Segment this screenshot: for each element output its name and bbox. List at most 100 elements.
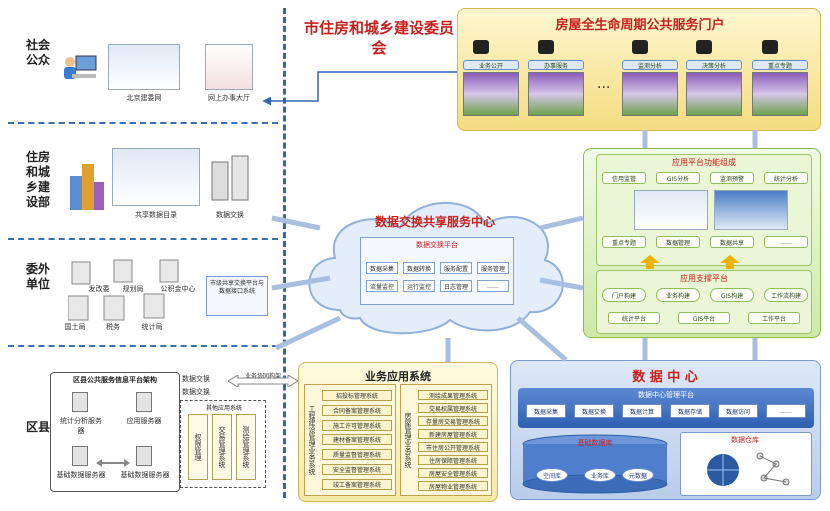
portal-page-thumb [528, 72, 584, 116]
dc-mgmt-title: 数据中心管理平台 [638, 391, 694, 399]
caption: 基础数据服务器 [120, 471, 170, 479]
website-screenshot [108, 44, 180, 90]
caption: 网上办事大厅 [208, 94, 250, 102]
function-item: 监测预警 [710, 172, 754, 184]
row-separator [8, 238, 278, 240]
row-label-external: 委外单位 [25, 262, 50, 291]
caption: 规划局 [122, 285, 144, 293]
monitor-icon [696, 40, 712, 54]
exchange-item: 流量监控 [366, 280, 398, 292]
support-item: 工作平台 [748, 312, 800, 324]
map-screenshot [714, 190, 788, 230]
row-label-public: 社会公众 [25, 38, 50, 67]
portal-page-thumb [622, 72, 678, 116]
caption: 基础数据服务器 [56, 471, 106, 479]
person-computer-icon [62, 52, 98, 82]
collab-arrow-label: 业务协同构架 [244, 373, 281, 380]
row-separator [8, 345, 278, 347]
cube-icon [698, 446, 798, 492]
server-icon [208, 152, 252, 204]
exchange-item: 运行监控 [403, 280, 435, 292]
server-icon [136, 446, 152, 466]
portal-tab: 业务公开 [463, 60, 519, 70]
support-title: 应用支撑平台 [680, 274, 728, 283]
row-separator [8, 122, 278, 124]
function-item: 数据共享 [710, 236, 754, 248]
portal-title: 房屋全生命周期公共服务门户 [555, 18, 725, 33]
system-item: 施工许可管理系统 [322, 419, 392, 431]
district-platform-title: 区县公共服务信息平台架构 [73, 376, 157, 384]
function-item: GIS分析 [656, 172, 700, 184]
system-item: 招投标管理系统 [322, 390, 392, 401]
server-icon [72, 392, 88, 412]
db-title: 基础数据库 [577, 439, 613, 447]
exchange-interface-box: 市级共享交换平台与数据接口系统 [206, 276, 268, 316]
function-item: 信用监管 [602, 172, 646, 184]
portal-tab: 决策分析 [686, 60, 742, 70]
data-catalog-screenshot [112, 148, 200, 206]
monitor-icon [538, 40, 554, 54]
system-item: 房屋安全管理系统 [418, 468, 488, 478]
buildings-icon [66, 156, 106, 212]
function-item: 数据管理 [656, 236, 700, 248]
dc-mgmt-item: 数据计算 [622, 404, 662, 418]
engineering-title: 工程建设管理业务系统 [308, 405, 316, 475]
db-item: 业务库 [584, 468, 616, 482]
housing-title: 房屋管理业务系统 [404, 412, 412, 468]
caption: 北京建委网 [126, 94, 162, 102]
db-item: 空间库 [536, 468, 568, 482]
caption: 公积金中心 [160, 285, 196, 293]
dc-mgmt-bar [518, 388, 814, 428]
caption: 发改委 [88, 285, 110, 293]
row-label-ministry: 住房和城乡建设部 [25, 150, 50, 209]
row-label-district: 区县 [25, 420, 50, 434]
caption: 统计局 [141, 323, 163, 331]
portal-page-thumb [463, 72, 519, 116]
system-item: 交易权属管理系统 [418, 403, 488, 413]
system-item: 安全监督管理系统 [322, 464, 392, 475]
dc-mgmt-item: 数据访问 [718, 404, 758, 418]
caption: 税务 [106, 323, 120, 331]
exchange-title: 数据交换共享服务中心 [374, 215, 495, 229]
portal-tab: 办事服务 [528, 60, 584, 70]
support-item: 统计平台 [608, 312, 660, 324]
other-system: 权限管理 [188, 414, 208, 480]
caption: 国土局 [64, 323, 86, 331]
portal-tab: 监测分析 [622, 60, 678, 70]
dc-mgmt-item: …… [766, 404, 806, 418]
exchange-item: …… [477, 280, 509, 292]
app-screenshot [634, 190, 708, 230]
portal-ellipsis: ... [597, 76, 611, 92]
system-item: 质量监督管理系统 [322, 449, 392, 461]
monitor-icon [473, 40, 489, 54]
arrow-label: 数据交换 [182, 388, 210, 396]
support-item: GIS平台 [678, 312, 730, 324]
other-system: 测绘管理系统 [236, 414, 256, 480]
system-item: 房屋物业管理系统 [418, 481, 488, 491]
monitor-icon [632, 40, 648, 54]
system-item: 合同备案管理系统 [322, 404, 392, 416]
system-item: 建材备案管理系统 [322, 434, 392, 446]
server-icon [136, 392, 152, 412]
monitor-icon [762, 40, 778, 54]
caption: 统计分析服务器 [60, 417, 102, 435]
function-item: 重点专题 [602, 236, 646, 248]
business-title: 业务应用系统 [365, 370, 431, 383]
vertical-separator [283, 8, 286, 498]
portal-page-thumb [752, 72, 808, 116]
caption: 数据交换 [216, 211, 244, 219]
function-item: …… [764, 236, 808, 248]
warehouse-title: 数据仓库 [731, 436, 759, 444]
system-item: 竣工备案管理系统 [322, 478, 392, 490]
external-servers-group [67, 258, 198, 334]
committee-title: 市住房和城乡建设委员会 [304, 19, 455, 57]
exchange-item: 数据采集 [366, 262, 398, 274]
exchange-item: 日志管理 [440, 280, 472, 292]
function-item: 统计分析 [764, 172, 808, 184]
system-item: 测绘成果管理系统 [418, 390, 488, 400]
portal-page-thumb [686, 72, 742, 116]
app-function-title: 应用平台功能组成 [672, 158, 736, 167]
exchange-subtitle: 数据交换平台 [416, 241, 458, 249]
warehouse-box [680, 432, 812, 496]
support-item: 业务构建 [656, 288, 700, 302]
